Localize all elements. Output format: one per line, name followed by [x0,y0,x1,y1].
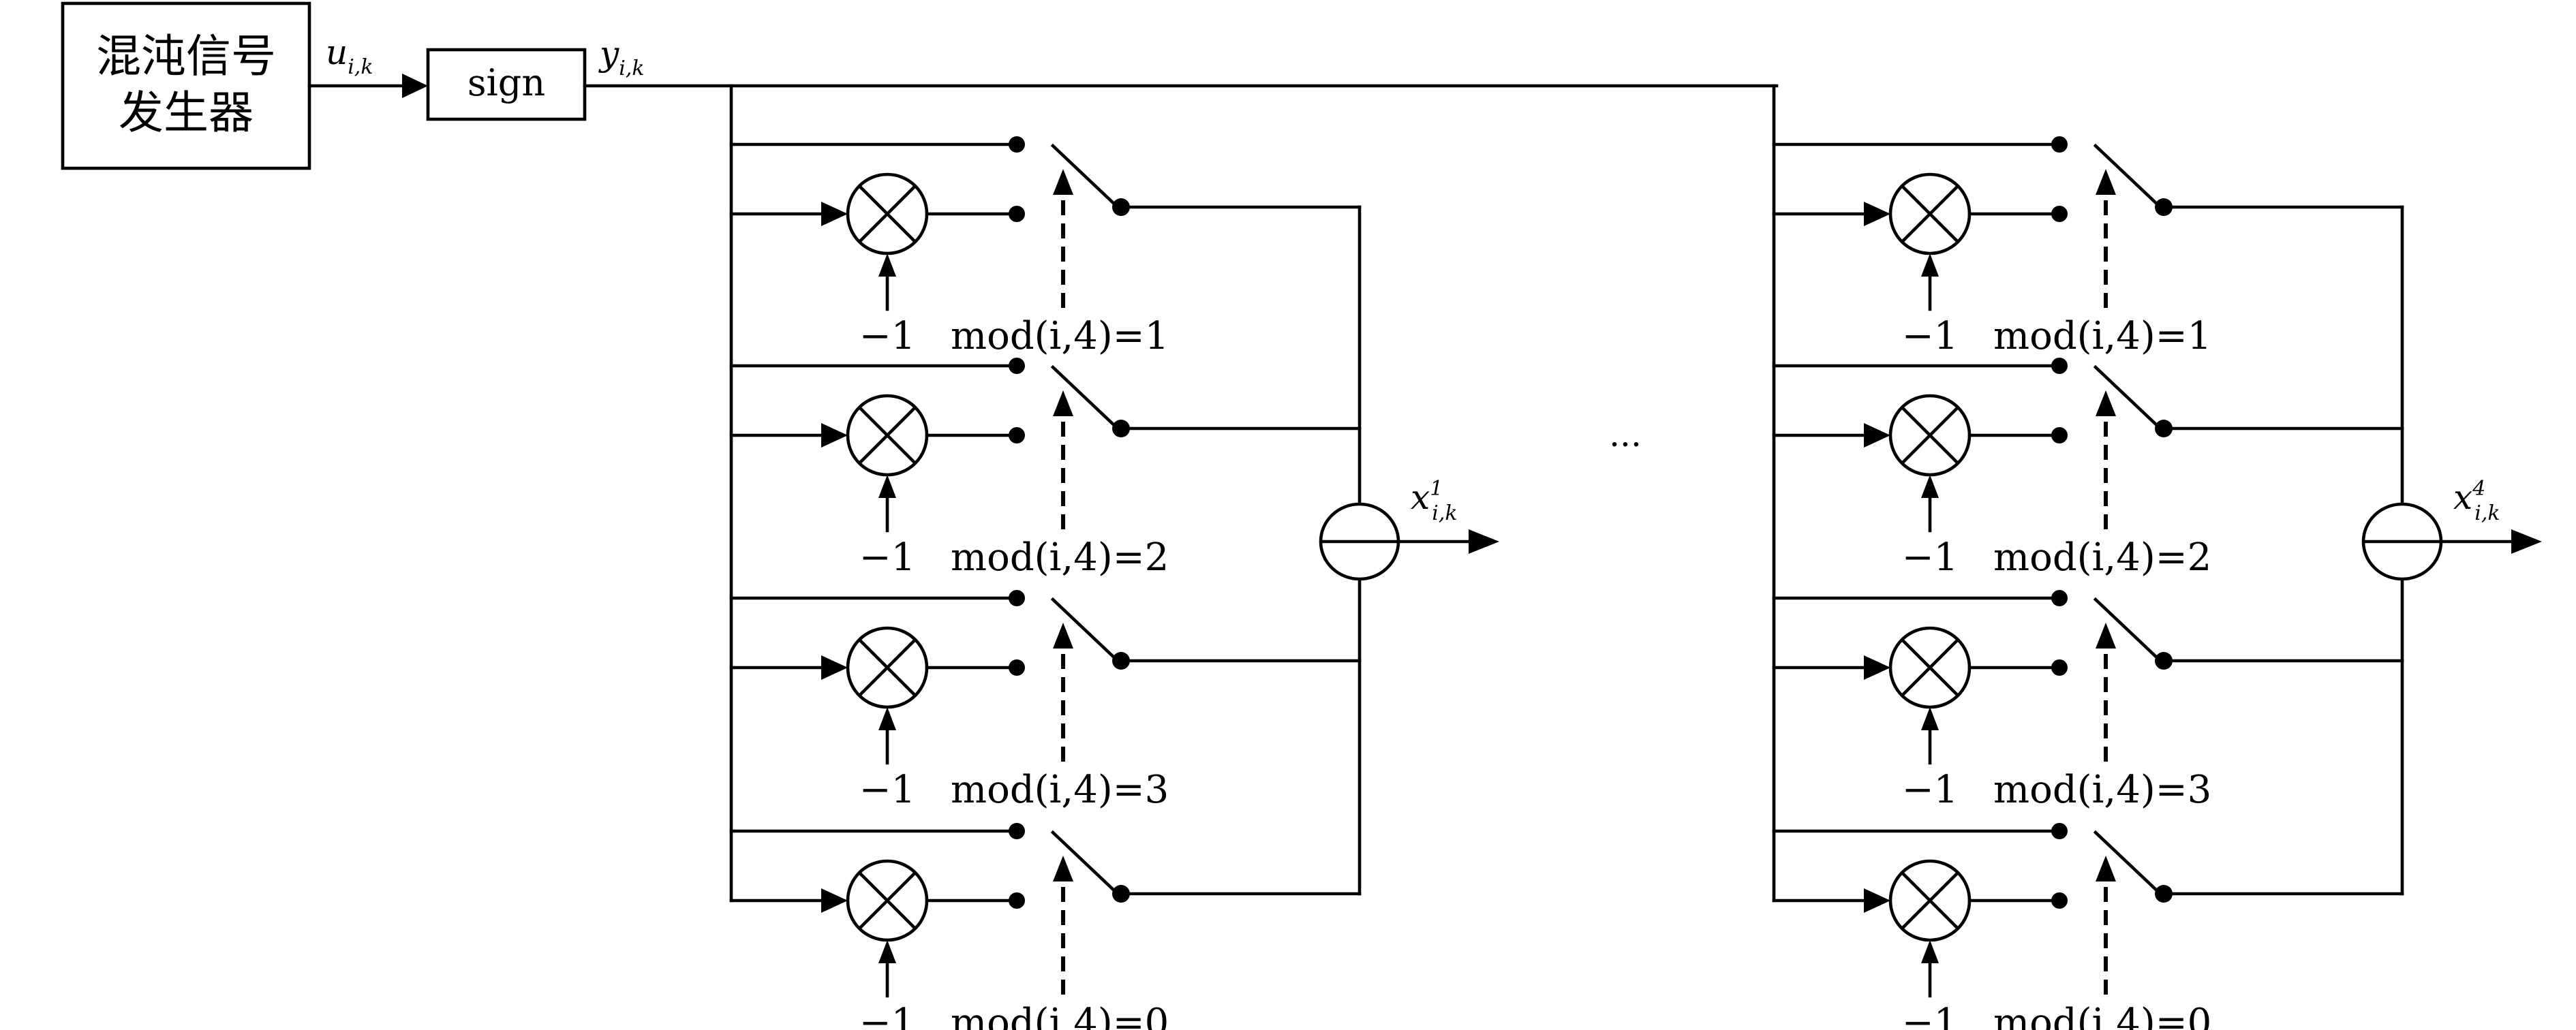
switch-contact-upper [1009,358,1025,374]
multiplier-input-arrow [1864,888,1890,913]
switch-contact-upper [1009,136,1025,153]
multiplier-cross-b [858,185,917,243]
minus-one-label: −1 [859,768,916,812]
control-arrow [2096,169,2116,195]
switch-condition-label: mod(i,4)=1 [1993,314,2211,358]
multiplier-cross-b [1901,406,1959,465]
switch-blade [2093,143,2163,210]
chaos-generator-block: 混沌信号 发生器 [61,1,311,170]
multiplier-input-arrow [821,655,848,680]
minus-one-arrow [878,707,896,730]
multiplier-cross-b [858,871,917,930]
switch-blade [2093,364,2163,431]
control-arrow [2096,856,2116,881]
ellipsis-label: ... [1609,415,1642,454]
switch-contact-lower [1009,206,1025,222]
multiplier-input-arrow [1864,655,1890,680]
minus-one-arrow [878,475,896,498]
switch-contact-lower [1009,659,1025,676]
switch-blade [1050,143,1120,210]
branch-3: −1 mod(i,4)=3 [1772,590,2404,812]
branch-2: −1 mod(i,4)=2 [1772,358,2404,580]
switch-contact-lower [2051,892,2068,909]
switch-condition-label: mod(i,4)=1 [951,314,1169,358]
minus-one-label: −1 [859,535,916,580]
minus-one-label: −1 [1902,535,1959,580]
minus-one-arrow [1921,707,1939,730]
switch-blade [1050,597,1120,664]
multiplier-input-arrow [821,888,848,913]
chaos-generator-label-line2: 发生器 [119,87,254,139]
signal-u-wire [307,74,428,98]
multiplier-input-arrow [1864,202,1890,226]
switch-contact-lower [2051,659,2068,676]
multiplier-input-arrow [821,202,848,226]
multiplier-cross-b [858,406,917,465]
switch-contact-lower [1009,427,1025,443]
minus-one-arrow [1921,475,1939,498]
branch-1: −1 mod(i,4)=1 [1772,136,2404,358]
chaos-generator-label-line1: 混沌信号 [96,30,276,82]
control-arrow [1053,623,1073,649]
control-arrow [1053,169,1073,195]
switch-contact-upper [2051,590,2068,606]
multiplier-cross-b [1901,638,1959,697]
switch-contact-lower [1009,892,1025,909]
branch-4: −1 mod(i,4)=0 [1772,823,2404,1030]
multiplier-cross-b [858,638,917,697]
switch-contact-lower [2051,427,2068,443]
switch-contact-upper [1009,823,1025,839]
multiplier-cross-b [1901,185,1959,243]
switch-condition-label: mod(i,4)=2 [1993,535,2211,580]
minus-one-label: −1 [1902,768,1959,812]
minus-one-arrow [1921,253,1939,277]
control-arrow [2096,623,2116,649]
minus-one-label: −1 [859,1001,916,1030]
switch-blade [1050,830,1120,896]
switch-contact-upper [1009,590,1025,606]
switch-blade [2093,597,2163,664]
branch-3: −1 mod(i,4)=3 [729,590,1362,812]
control-arrow [1053,856,1073,881]
switch-blade [1050,364,1120,431]
switch-condition-label: mod(i,4)=3 [1993,768,2211,812]
minus-one-arrow [1921,940,1939,963]
multiplier-input-arrow [1864,423,1890,448]
control-arrow [2096,390,2116,416]
output-arrow [1469,529,1499,554]
branch-4: −1 mod(i,4)=0 [729,823,1362,1030]
sign-block: sign [426,48,587,121]
multiplier-input-arrow [821,423,848,448]
sign-block-label: sign [467,61,545,104]
module-output-4: −1 mod(i,4)=1 −1 mod(i,4)=2 −1 mod(i,4)=3 −1 mo… [1772,84,2542,1030]
module-output-1: −1 mod(i,4)=1 −1 mod(i,4)=2 −1 mod(i,4)=3 −1 mo… [729,84,1499,1030]
signal-y-label: yi,k [598,34,645,80]
switch-condition-label: mod(i,4)=2 [951,535,1169,580]
minus-one-label: −1 [1902,1001,1959,1030]
switch-contact-upper [2051,823,2068,839]
branch-2: −1 mod(i,4)=2 [729,358,1362,580]
switch-contact-upper [2051,136,2068,153]
control-arrow [1053,390,1073,416]
minus-one-arrow [878,253,896,277]
multiplier-cross-b [1901,871,1959,930]
switch-condition-label: mod(i,4)=3 [951,768,1169,812]
minus-one-arrow [878,940,896,963]
minus-one-label: −1 [859,314,916,358]
output-arrow [2511,529,2542,554]
switch-condition-label: mod(i,4)=0 [951,1001,1169,1030]
switch-blade [2093,830,2163,896]
signal-u-label: ui,k [326,33,373,79]
switch-contact-upper [2051,358,2068,374]
branch-1: −1 mod(i,4)=1 [729,136,1362,358]
switch-contact-lower [2051,206,2068,222]
minus-one-label: −1 [1902,314,1959,358]
switch-condition-label: mod(i,4)=0 [1993,1001,2211,1030]
